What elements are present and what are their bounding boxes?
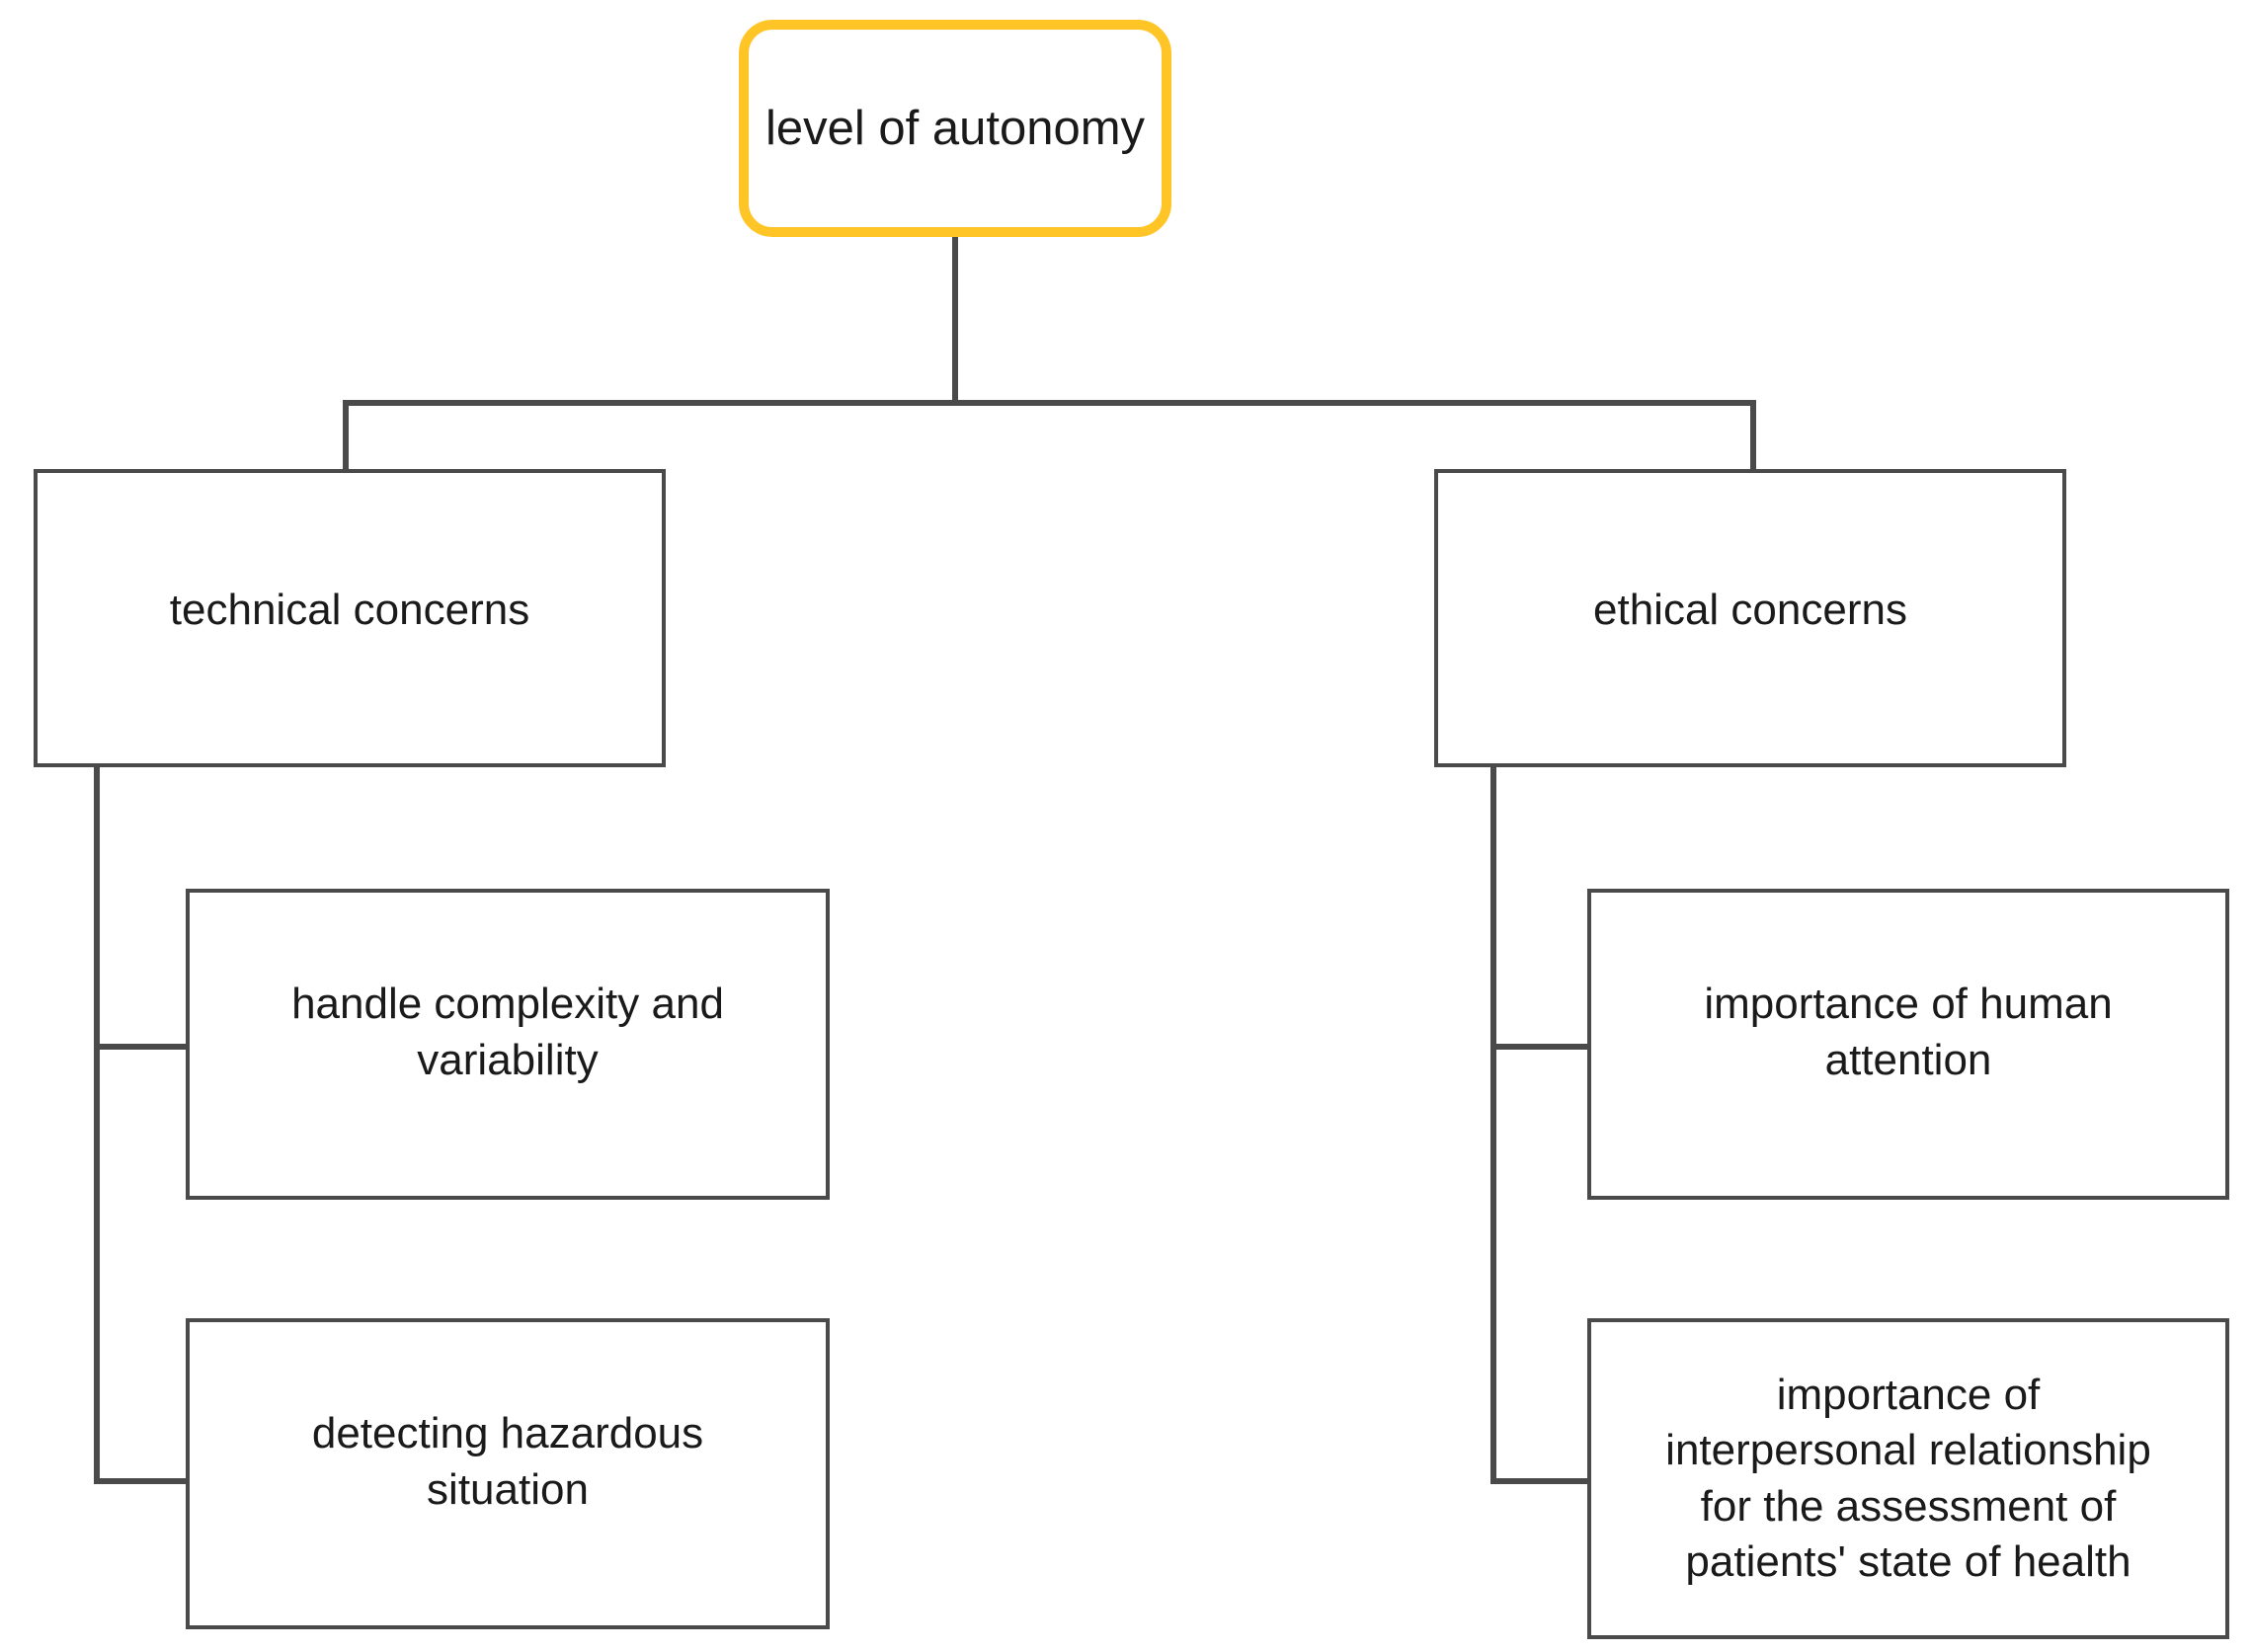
node-label-line-2: interpersonal relationship [1665, 1426, 2151, 1475]
node-ethical-concerns[interactable]: ethical concerns [1434, 469, 2066, 767]
node-technical-concerns[interactable]: technical concerns [34, 469, 666, 767]
node-label-line-4: patients' state of health [1685, 1536, 2131, 1586]
node-importance-of-interpersonal-relationship[interactable]: importance of interpersonal relationship… [1587, 1318, 2229, 1639]
node-label-line-1: detecting hazardous [311, 1409, 704, 1458]
node-importance-of-human-attention[interactable]: importance of human attention [1587, 889, 2229, 1200]
node-handle-complexity-and-variability[interactable]: handle complexity and variability [186, 889, 830, 1200]
node-label-line-3: for the assessment of [1700, 1481, 2117, 1531]
node-label: level of autonomy [764, 101, 1146, 155]
node-label-line-1: handle complexity and [291, 980, 724, 1029]
node-detecting-hazardous-situation[interactable]: detecting hazardous situation [186, 1318, 830, 1629]
node-label: ethical concerns [1593, 585, 1907, 634]
node-label: technical concerns [169, 585, 530, 634]
node-label-line-1: importance of human [1704, 980, 2113, 1029]
node-label-line-2: situation [427, 1464, 589, 1514]
node-label-line-2: variability [417, 1035, 599, 1084]
node-label-line-1: importance of [1776, 1370, 2041, 1419]
node-label-line-2: attention [1824, 1035, 1992, 1084]
node-level-of-autonomy[interactable]: level of autonomy [739, 20, 1171, 237]
